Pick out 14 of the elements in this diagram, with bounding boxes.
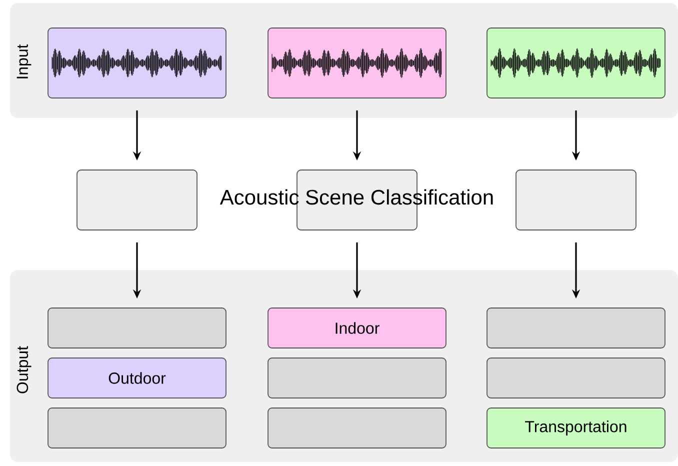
waveform-picture: [268, 28, 446, 98]
empty-box: [486, 358, 666, 398]
waveform-picture: [486, 28, 666, 98]
class-box: Indoor: [268, 308, 446, 348]
class-box: Outdoor: [48, 358, 226, 398]
class-box: Transportation: [486, 408, 666, 448]
empty-box: [48, 408, 226, 448]
empty-box: [48, 308, 226, 348]
empty-box: [486, 308, 666, 348]
classifier-box: [76, 170, 198, 230]
classifier-box: [516, 170, 636, 230]
empty-box: [268, 358, 446, 398]
waveform-picture: [48, 28, 226, 98]
empty-box: [268, 408, 446, 448]
